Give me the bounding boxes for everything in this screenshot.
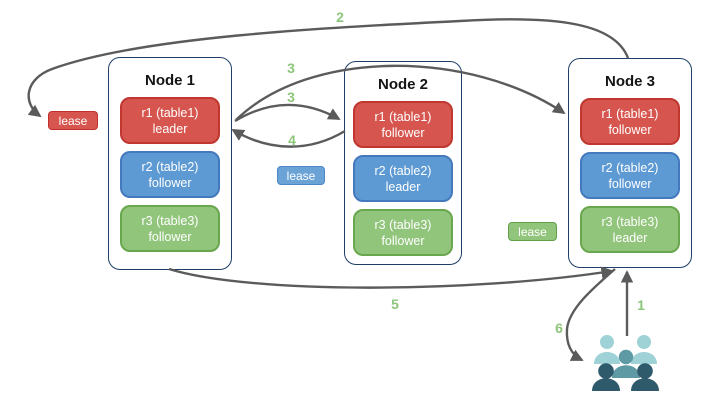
node-3-replica-r3: r3 (table3) leader (580, 206, 680, 253)
node-1: Node 1 r1 (table1) leader r2 (table2) fo… (108, 57, 232, 270)
node-2-replica-r1: r1 (table1) follower (353, 101, 453, 148)
node-1-title: Node 1 (144, 72, 195, 89)
node-3: Node 3 r1 (table1) follower r2 (table2) … (568, 58, 692, 268)
step-label-1: 1 (637, 297, 645, 313)
replica-role: leader (152, 121, 188, 136)
replica-name: r1 (table1) (374, 109, 432, 124)
replica-name: r2 (table2) (141, 159, 199, 174)
replica-name: r3 (table3) (374, 217, 432, 232)
step-label-3a: 3 (287, 60, 295, 76)
node-2: Node 2 r1 (table1) follower r2 (table2) … (344, 61, 462, 265)
step-label-5: 5 (391, 296, 399, 312)
arrow-5-node1-to-node3 (168, 266, 614, 289)
replica-name: r1 (table1) (141, 105, 199, 120)
node-3-title: Node 3 (604, 73, 655, 90)
step-label-2: 2 (336, 9, 344, 25)
replica-role: leader (385, 179, 421, 194)
arrow-6-node3-to-users (565, 268, 616, 362)
node-2-replica-r2: r2 (table2) leader (353, 155, 453, 202)
replica-role: follower (608, 176, 652, 191)
node-3-replica-r1: r1 (table1) follower (580, 98, 680, 145)
replica-name: r3 (table3) (601, 214, 659, 229)
node-3-replica-r2: r2 (table2) follower (580, 152, 680, 199)
step-label-4: 4 (288, 132, 296, 148)
replica-name: r2 (table2) (374, 163, 432, 178)
replica-role: follower (148, 229, 192, 244)
replica-role: follower (381, 125, 425, 140)
users-group-icon (592, 335, 659, 391)
lease-badge-r2: lease (277, 166, 325, 185)
node-2-title: Node 2 (377, 76, 428, 93)
replica-role: follower (608, 122, 652, 137)
node-1-replica-r1: r1 (table1) leader (120, 97, 220, 144)
node-1-replica-r2: r2 (table2) follower (120, 151, 220, 198)
lease-badge-r3: lease (508, 222, 557, 241)
node-2-replica-r3: r3 (table3) follower (353, 209, 453, 256)
arrow-3-leader-to-node2 (234, 103, 341, 123)
node-1-replica-r3: r3 (table3) follower (120, 205, 220, 252)
replica-role: leader (612, 230, 648, 245)
replica-name: r1 (table1) (601, 106, 659, 121)
step-label-6: 6 (555, 320, 563, 336)
replica-name: r2 (table2) (601, 160, 659, 175)
replica-role: follower (381, 233, 425, 248)
replica-role: follower (148, 175, 192, 190)
step-label-3b: 3 (287, 89, 295, 105)
lease-badge-r1: lease (48, 111, 98, 130)
replica-name: r3 (table3) (141, 213, 199, 228)
